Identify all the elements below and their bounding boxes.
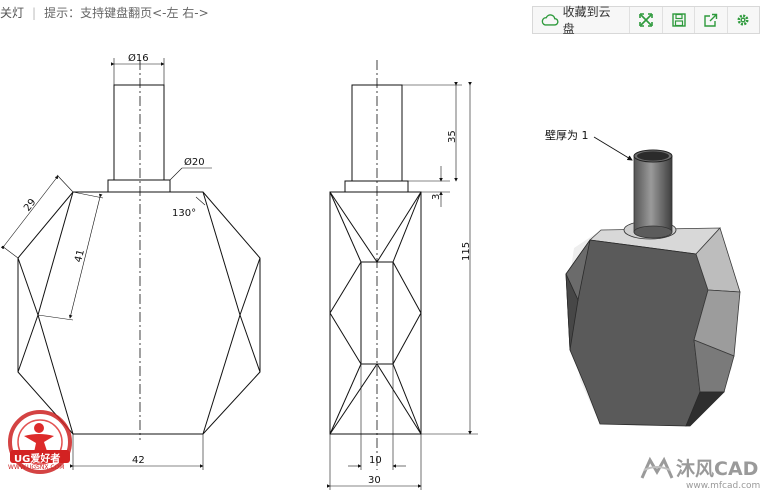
share-icon (704, 13, 718, 27)
dim-phi20: Ø20 (184, 156, 205, 168)
cloud-icon (541, 14, 559, 26)
fullscreen-icon (639, 13, 653, 27)
dim-42: 42 (132, 455, 145, 466)
save-icon (671, 13, 686, 27)
dim-29: 29 (22, 197, 39, 214)
ug-watermark: UG爱好者 WWW.UGSNX.COM (0, 402, 80, 498)
front-view (0, 58, 261, 470)
dim-35: 35 (447, 130, 458, 143)
fullscreen-button[interactable] (630, 7, 663, 33)
3d-model (565, 136, 741, 427)
top-bar: 关灯 | 提示：支持键盘翻页<-左 右-> 收藏到云盘 (0, 0, 772, 38)
wall-thickness-note: 壁厚为 1 (545, 128, 589, 142)
separator: | (32, 6, 37, 20)
save-button[interactable] (663, 7, 696, 33)
save-to-cloud-label: 收藏到云盘 (562, 5, 611, 36)
mfcad-brand-text: 沐风CAD (676, 458, 759, 480)
top-left-controls: 关灯 | 提示：支持键盘翻页<-左 右-> (0, 4, 209, 21)
lights-off-link[interactable]: 关灯 (0, 6, 25, 20)
mfcad-logo-icon (640, 456, 674, 479)
settings-button[interactable] (728, 7, 759, 33)
dim-41: 41 (73, 249, 87, 264)
dim-10: 10 (369, 455, 382, 466)
side-view (327, 60, 478, 490)
share-button[interactable] (695, 7, 728, 33)
toolbar: 收藏到云盘 (532, 5, 760, 36)
ug-logo-icon (8, 410, 72, 474)
dim-3: 3 (431, 194, 442, 200)
dim-angle-130: 130° (172, 208, 196, 219)
dim-phi16: Ø16 (128, 52, 149, 64)
dim-115: 115 (461, 242, 472, 261)
mfcad-watermark: 沐风CAD www.mfcad.com (640, 454, 772, 498)
save-to-cloud-button[interactable]: 收藏到云盘 (533, 5, 631, 36)
keyboard-hint: 提示：支持键盘翻页<-左 右-> (44, 6, 209, 20)
mfcad-url-text: www.mfcad.com (686, 481, 761, 491)
settings-icon (737, 14, 749, 26)
dim-30: 30 (368, 475, 381, 486)
ug-url-text: WWW.UGSNX.COM (8, 464, 65, 471)
ug-logo-text: UG爱好者 (14, 454, 61, 465)
